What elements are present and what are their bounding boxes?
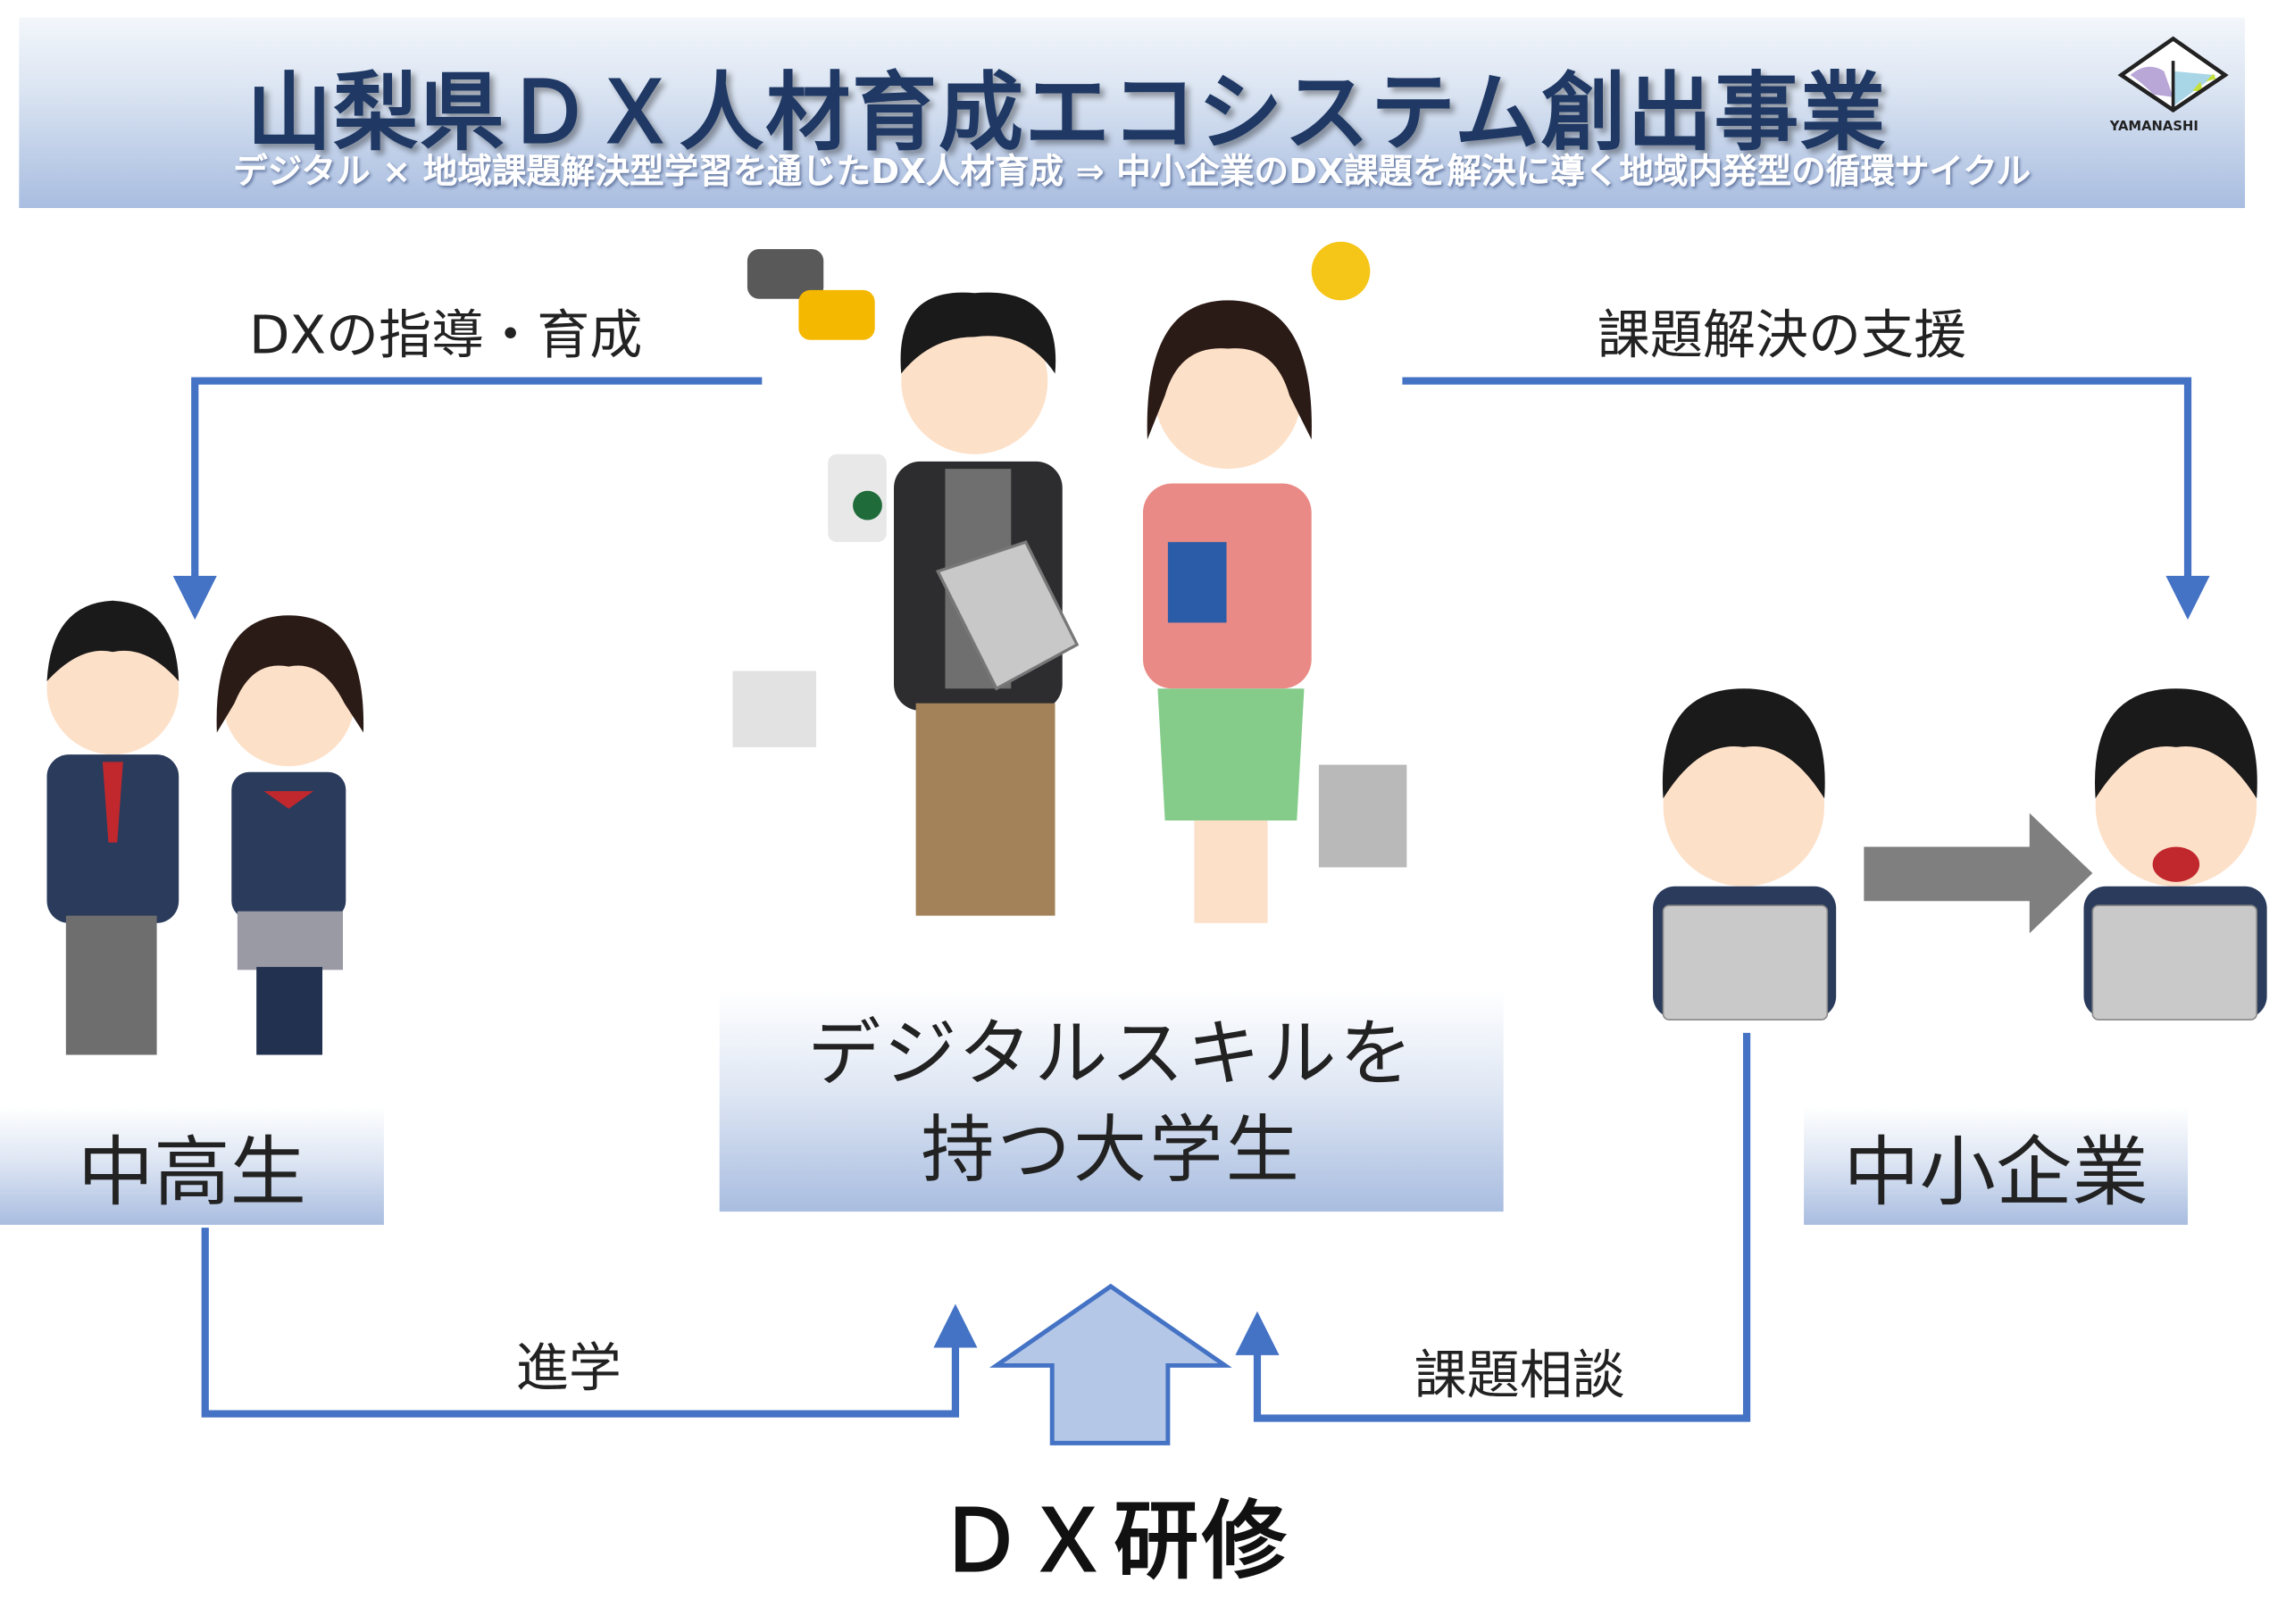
logo-text: YAMANASHI	[2109, 120, 2198, 135]
advance-arrow	[201, 1228, 978, 1418]
improvement-arrow-icon	[1864, 812, 2093, 934]
dx-training-label: ＤＸ研修	[938, 1491, 1290, 1592]
page-subtitle: デジタル × 地域課題解決型学習を通じたDX人材育成 ⇒ 中小企業のDX課題を解…	[233, 151, 2032, 192]
support-arrow	[1402, 377, 2210, 620]
yamanashi-logo-icon	[2117, 36, 2229, 112]
guidance-arrow	[172, 377, 763, 620]
companies-label: 中小企業	[1843, 1129, 2148, 1218]
university-students-illustration	[732, 241, 1407, 923]
consult-label: 課題相談	[1414, 1346, 1625, 1407]
support-label: 課題解決の支援	[1597, 305, 1967, 367]
university-students-box: デジタルスキルを 持つ大学生	[719, 990, 1504, 1212]
header-banner: 山梨県ＤＸ人材育成エコシステム創出事業 デジタル × 地域課題解決型学習を通じた…	[19, 17, 2246, 209]
companies-box: 中小企業	[1804, 1105, 2189, 1225]
students-label: 中高生	[77, 1129, 306, 1218]
page-title: 山梨県ＤＸ人材育成エコシステム創出事業	[246, 62, 1887, 163]
consult-arrow	[1235, 1032, 1751, 1422]
students-illustration	[46, 600, 364, 1055]
company-workers-illustration	[1653, 688, 2267, 1020]
university-label-line2: 持つ大学生	[921, 1106, 1303, 1192]
university-label-line1: デジタルスキルを	[807, 1010, 1416, 1095]
students-box: 中高生	[0, 1105, 384, 1225]
advance-label: 進学	[515, 1338, 622, 1400]
training-big-arrow	[989, 1283, 1232, 1445]
guidance-label: DXの指導・育成	[248, 305, 643, 367]
